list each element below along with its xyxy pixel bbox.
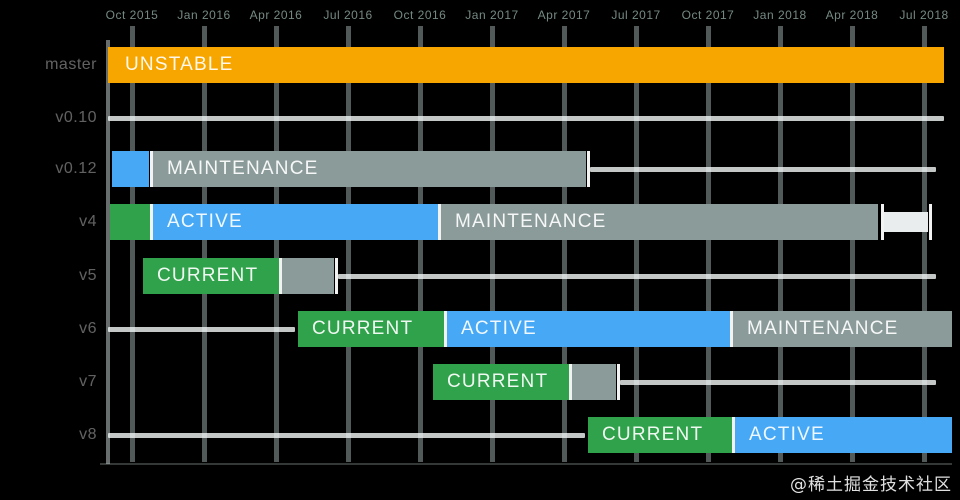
- time-axis-label: Jan 2016: [177, 8, 231, 22]
- left-axis-line: [106, 40, 110, 464]
- bar-segment-current: CURRENT: [143, 258, 279, 294]
- time-axis-label: Oct 2017: [681, 8, 735, 22]
- segment-divider: [587, 151, 590, 187]
- segment-divider: [569, 364, 572, 400]
- segment-divider: [150, 204, 153, 240]
- row-baseline: [620, 380, 936, 385]
- gridline: [418, 26, 423, 462]
- segment-divider: [444, 311, 447, 347]
- row-baseline: [108, 433, 585, 438]
- time-axis-label: Oct 2016: [393, 8, 447, 22]
- bar-segment-maintenance: MAINTENANCE: [153, 151, 586, 187]
- segment-divider: [881, 204, 884, 240]
- bar-segment-current: CURRENT: [433, 364, 569, 400]
- row-label-master: master: [45, 56, 97, 73]
- segment-divider: [732, 417, 735, 453]
- row-baseline: [108, 327, 295, 332]
- bar-segment-current: CURRENT: [588, 417, 732, 453]
- row-label-v7: v7: [79, 373, 97, 390]
- gridline: [706, 26, 711, 462]
- bar-segment-unstable: UNSTABLE: [108, 47, 944, 83]
- gridline: [274, 26, 279, 462]
- row-baseline: [338, 274, 936, 279]
- gridline: [562, 26, 567, 462]
- gridline: [130, 26, 135, 462]
- row-baseline: [590, 167, 936, 172]
- segment-divider: [929, 204, 932, 240]
- time-axis-label: Jan 2017: [465, 8, 519, 22]
- bar-segment-eol: [884, 212, 928, 232]
- bottom-axis-line: [100, 463, 952, 465]
- time-axis-label: Apr 2016: [249, 8, 303, 22]
- bar-segment-maintenance: [282, 258, 334, 294]
- row-label-v4: v4: [79, 213, 97, 230]
- bar-segment-maintenance: MAINTENANCE: [441, 204, 878, 240]
- row-label-v6: v6: [79, 320, 97, 337]
- gridline: [202, 26, 207, 462]
- bar-segment-maintenance: [572, 364, 616, 400]
- segment-divider: [617, 364, 620, 400]
- time-axis-label: Apr 2018: [825, 8, 879, 22]
- time-axis-label: Jul 2017: [611, 8, 661, 22]
- gridline: [922, 26, 927, 462]
- gridline: [778, 26, 783, 462]
- time-axis-label: Oct 2015: [105, 8, 159, 22]
- gridline: [850, 26, 855, 462]
- bar-segment-active: ACTIVE: [153, 204, 438, 240]
- time-axis-label: Jan 2018: [753, 8, 807, 22]
- bar-segment-maintenance: MAINTENANCE: [733, 311, 952, 347]
- time-axis-label: Apr 2017: [537, 8, 591, 22]
- bar-segment-active: ACTIVE: [447, 311, 730, 347]
- gridline: [490, 26, 495, 462]
- segment-divider: [335, 258, 338, 294]
- bar-segment-active: ACTIVE: [735, 417, 952, 453]
- watermark: @稀土掘金技术社区: [790, 475, 952, 495]
- bar-segment-current: CURRENT: [298, 311, 444, 347]
- time-axis-label: Jul 2016: [323, 8, 373, 22]
- time-axis-label: Jul 2018: [899, 8, 949, 22]
- row-label-v8: v8: [79, 426, 97, 443]
- gridline: [346, 26, 351, 462]
- segment-divider: [438, 204, 441, 240]
- row-label-v0.10: v0.10: [55, 109, 97, 126]
- segment-divider: [279, 258, 282, 294]
- row-label-v5: v5: [79, 267, 97, 284]
- gridline: [634, 26, 639, 462]
- row-label-v0.12: v0.12: [55, 160, 97, 177]
- row-baseline: [108, 116, 944, 121]
- segment-divider: [150, 151, 153, 187]
- segment-divider: [730, 311, 733, 347]
- bar-segment-active: [112, 151, 149, 187]
- bar-segment-current: [110, 204, 150, 240]
